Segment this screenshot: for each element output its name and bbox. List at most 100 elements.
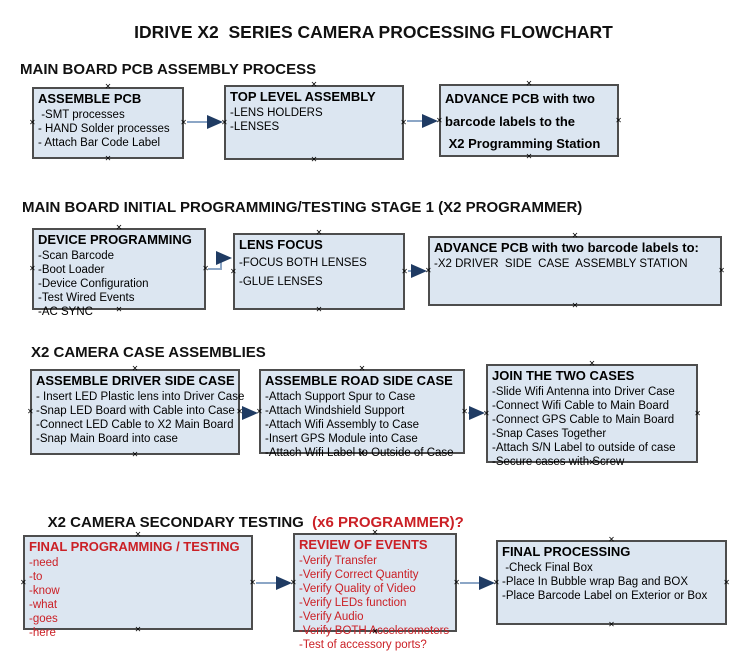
connection-point-x-icon: ✕ bbox=[29, 118, 36, 127]
flow-box-join-the-two-cases: JOIN THE TWO CASES -Slide Wifi Antenna i… bbox=[483, 360, 701, 469]
box-item: -LENS HOLDERS bbox=[230, 107, 323, 120]
connection-point-x-icon: ✕ bbox=[104, 82, 112, 91]
connection-point-x-icon: ✕ bbox=[401, 266, 408, 276]
box-title: ASSEMBLE ROAD SIDE CASE bbox=[265, 373, 453, 388]
box-title: FINAL PROCESSING bbox=[502, 544, 631, 559]
box-item: -Connect LED Cable to X2 Main Board bbox=[36, 419, 234, 432]
connection-point-x-icon: ✕ bbox=[310, 155, 318, 164]
section-heading-case-assemblies: X2 CAMERA CASE ASSEMBLIES bbox=[31, 344, 266, 361]
flow-box-review-of-events: REVIEW OF EVENTS -Verify Transfer-Verify… bbox=[290, 529, 460, 652]
box-title: LENS FOCUS bbox=[239, 237, 323, 252]
box-item: -Connect GPS Cable to Main Board bbox=[492, 414, 675, 427]
box-items: -need-to-know-what-goes-here bbox=[29, 556, 247, 640]
section-heading-secondary-testing-text: X2 CAMERA SECONDARY TESTING bbox=[47, 514, 313, 531]
box-item: -here bbox=[29, 627, 56, 640]
page-title: IDRIVE X2 SERIES CAMERA PROCESSING FLOWC… bbox=[134, 22, 613, 42]
connection-point-x-icon: ✕ bbox=[20, 577, 27, 587]
box-item: -Test Wired Events bbox=[38, 292, 135, 305]
arrow-device-to-lensfocus bbox=[208, 251, 232, 270]
connection-point-x-icon: ✕ bbox=[29, 264, 36, 273]
flow-box-assemble-road-side-case: ASSEMBLE ROAD SIDE CASE -Attach Support … bbox=[256, 364, 468, 460]
flow-box-final-programming-testing: FINAL PROGRAMMING / TESTING -need-to-kno… bbox=[20, 531, 256, 640]
connection-point-x-icon: ✕ bbox=[723, 577, 730, 587]
box-items: -X2 DRIVER SIDE CASE ASSEMBLY STATION bbox=[434, 257, 716, 271]
box-item: -Verify Transfer bbox=[299, 555, 377, 568]
box-item: -Attach Wifi Label to Outside of Case bbox=[265, 447, 454, 460]
box-title: REVIEW OF EVENTS bbox=[299, 537, 428, 552]
connection-point-x-icon: ✕ bbox=[425, 266, 432, 275]
connection-point-x-icon: ✕ bbox=[290, 577, 297, 587]
box-item: -Verify Quality of Video bbox=[299, 583, 416, 596]
connection-point-x-icon: ✕ bbox=[131, 364, 139, 373]
box-item: -Snap LED Board with Cable into Case bbox=[36, 405, 235, 418]
flow-box-top-level-assembly: TOP LEVEL ASSEMBLY -LENS HOLDERS-LENSES … bbox=[221, 80, 407, 164]
box-item: -Snap Cases Together bbox=[492, 428, 607, 441]
box-title: ADVANCE PCB with two barcode labels to: bbox=[434, 240, 699, 255]
box-title: ASSEMBLE DRIVER SIDE CASE bbox=[36, 373, 235, 388]
box-item: - Attach Bar Code Label bbox=[38, 137, 161, 150]
box-items: -LENS HOLDERS-LENSES bbox=[230, 106, 398, 134]
connection-point-x-icon: ✕ bbox=[483, 408, 490, 418]
connection-point-x-icon: ✕ bbox=[453, 577, 460, 587]
box-item: -Place In Bubble wrap Bag and BOX bbox=[502, 576, 689, 589]
box-items: - Insert LED Plastic lens into Driver Ca… bbox=[36, 390, 244, 446]
box-items: -Attach Support Spur to Case-Attach Wind… bbox=[265, 390, 459, 460]
box-item: -need bbox=[29, 557, 59, 570]
flow-box-assemble-driver-side-case: ASSEMBLE DRIVER SIDE CASE - Insert LED P… bbox=[27, 364, 244, 459]
box-item: -Attach Support Spur to Case bbox=[265, 391, 416, 404]
box-title: DEVICE PROGRAMMING bbox=[38, 232, 192, 247]
connection-point-x-icon: ✕ bbox=[221, 117, 228, 127]
connection-point-x-icon: ✕ bbox=[115, 223, 123, 232]
connection-point-x-icon: ✕ bbox=[525, 79, 533, 88]
box-item: -Attach Wifi Assembly to Case bbox=[265, 419, 420, 432]
connection-point-x-icon: ✕ bbox=[131, 450, 139, 459]
box-item: -Scan Barcode bbox=[38, 250, 115, 263]
connection-point-x-icon: ✕ bbox=[358, 364, 366, 373]
box-item: -Insert GPS Module into Case bbox=[265, 433, 418, 446]
box-item: -to bbox=[29, 571, 43, 584]
connection-point-x-icon: ✕ bbox=[436, 115, 443, 125]
connection-point-x-icon: ✕ bbox=[180, 118, 187, 127]
box-item: -Place Barcode Label on Exterior or Box bbox=[502, 590, 708, 603]
box-item: X2 Programming Station bbox=[445, 135, 601, 151]
box-title: ADVANCE PCB with two bbox=[445, 91, 595, 106]
connection-point-x-icon: ✕ bbox=[615, 115, 622, 125]
box-item: -Secure cases with Screw bbox=[492, 456, 625, 469]
box-title: JOIN THE TWO CASES bbox=[492, 368, 635, 383]
box-item: -Check Final Box bbox=[502, 562, 593, 575]
connection-point-x-icon: ✕ bbox=[694, 408, 701, 418]
box-item: -Boot Loader bbox=[38, 264, 105, 277]
box-item: -LENSES bbox=[230, 121, 280, 134]
box-title: TOP LEVEL ASSEMBLY bbox=[230, 89, 376, 104]
box-item: -AC SYNC bbox=[38, 306, 93, 319]
box-items: -Scan Barcode-Boot Loader-Device Configu… bbox=[38, 249, 200, 319]
box-title: ASSEMBLE PCB bbox=[38, 91, 142, 106]
connection-point-x-icon: ✕ bbox=[310, 80, 318, 89]
box-item: -Verify Correct Quantity bbox=[299, 569, 419, 582]
box-item: -Verify Audio bbox=[299, 611, 364, 624]
box-item: -Snap Main Board into case bbox=[36, 433, 178, 446]
box-item: -Attach Windshield Support bbox=[265, 405, 405, 418]
box-title: FINAL PROGRAMMING / TESTING bbox=[29, 539, 240, 554]
box-item: -Verify LEDs function bbox=[299, 597, 407, 610]
box-item: -know bbox=[29, 585, 60, 598]
section-heading-initial-programming: MAIN BOARD INITIAL PROGRAMMING/TESTING S… bbox=[22, 199, 583, 216]
section-heading-programmer-accent: (x6 PROGRAMMER)? bbox=[312, 514, 464, 531]
box-items: -FOCUS BOTH LENSES -GLUE LENSES bbox=[239, 254, 399, 291]
connection-point-x-icon: ✕ bbox=[230, 266, 237, 276]
connection-point-x-icon: ✕ bbox=[315, 228, 323, 237]
box-item: -FOCUS BOTH LENSES bbox=[239, 257, 367, 270]
connection-point-x-icon: ✕ bbox=[27, 407, 34, 416]
box-item: -GLUE LENSES bbox=[239, 275, 323, 288]
connection-point-x-icon: ✕ bbox=[608, 620, 615, 629]
box-items: -Slide Wifi Antenna into Driver Case-Con… bbox=[492, 385, 692, 469]
flow-box-lens-focus: LENS FOCUS -FOCUS BOTH LENSES -GLUE LENSE… bbox=[230, 228, 408, 314]
flow-box-device-programming: DEVICE PROGRAMMING -Scan Barcode-Boot Lo… bbox=[29, 223, 209, 319]
box-item: -Attach S/N Label to outside of case bbox=[492, 442, 676, 455]
connection-point-x-icon: ✕ bbox=[236, 407, 243, 416]
box-items: -Verify Transfer-Verify Correct Quantity… bbox=[299, 554, 451, 652]
connection-point-x-icon: ✕ bbox=[461, 406, 468, 416]
box-item: -what bbox=[29, 599, 58, 612]
flow-box-assemble-pcb: ASSEMBLE PCB -SMT processes- HAND Solder… bbox=[29, 82, 187, 163]
connection-point-x-icon: ✕ bbox=[571, 301, 579, 310]
